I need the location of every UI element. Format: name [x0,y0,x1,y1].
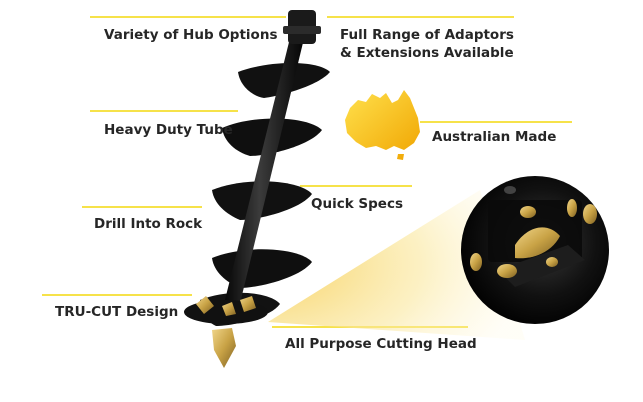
feature-quick-specs[interactable]: Quick Specs [311,196,403,212]
feature-hub-options: Variety of Hub Options [104,27,278,43]
feature-australian-made: Australian Made [432,129,557,145]
feature-adaptors-line1: Full Range of Adaptors [340,27,514,43]
rule-tube [90,110,238,112]
highlight-beam [268,190,525,340]
cutting-head-closeup-icon [461,176,609,324]
rule-made [420,121,572,123]
feature-cutting-head: All Purpose Cutting Head [285,336,477,352]
auger-tube [220,22,308,320]
rule-trucut [42,294,192,296]
rule-adaptors [327,16,514,18]
rule-specs [300,185,412,187]
feature-heavy-duty-tube: Heavy Duty Tube [104,122,233,138]
feature-adaptors: Full Range of Adaptors & Extensions Avai… [340,26,514,62]
auger-pilot-tip [212,328,236,368]
rule-hub [90,16,286,18]
feature-tru-cut-design: TRU-CUT Design [55,304,179,320]
rule-rock [82,206,202,208]
feature-adaptors-line2: & Extensions Available [340,45,514,61]
australia-map-icon [345,90,420,160]
feature-drill-into-rock: Drill Into Rock [94,216,203,232]
